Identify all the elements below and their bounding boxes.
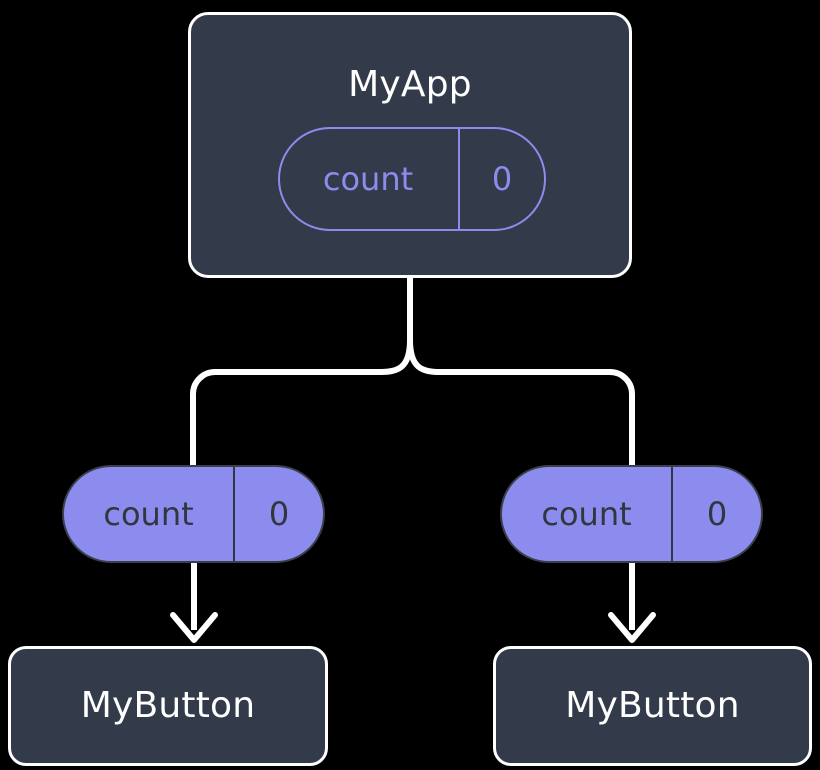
component-node-mybutton-1[interactable]: MyButton bbox=[493, 646, 812, 766]
arrow-head-left bbox=[170, 612, 218, 643]
state-key-root: count bbox=[280, 129, 460, 229]
branch-connector-right bbox=[407, 337, 635, 468]
component-label-myapp: MyApp bbox=[348, 64, 472, 105]
state-key-child-0: count bbox=[64, 467, 235, 561]
arrow-head-right bbox=[608, 612, 656, 643]
component-node-mybutton-0[interactable]: MyButton bbox=[8, 646, 328, 766]
component-label-mybutton-0: MyButton bbox=[80, 685, 256, 726]
state-value-child-0: 0 bbox=[268, 495, 290, 533]
component-label-mybutton-1: MyButton bbox=[565, 685, 740, 726]
state-value-root: 0 bbox=[491, 160, 513, 198]
branch-connector-left bbox=[190, 337, 413, 468]
state-pill-child-0[interactable]: count 0 bbox=[62, 465, 325, 563]
state-pill-child-1[interactable]: count 0 bbox=[500, 465, 763, 563]
state-value-child-1: 0 bbox=[706, 495, 728, 533]
state-key-child-1: count bbox=[502, 467, 673, 561]
state-pill-root[interactable]: count 0 bbox=[278, 127, 546, 231]
